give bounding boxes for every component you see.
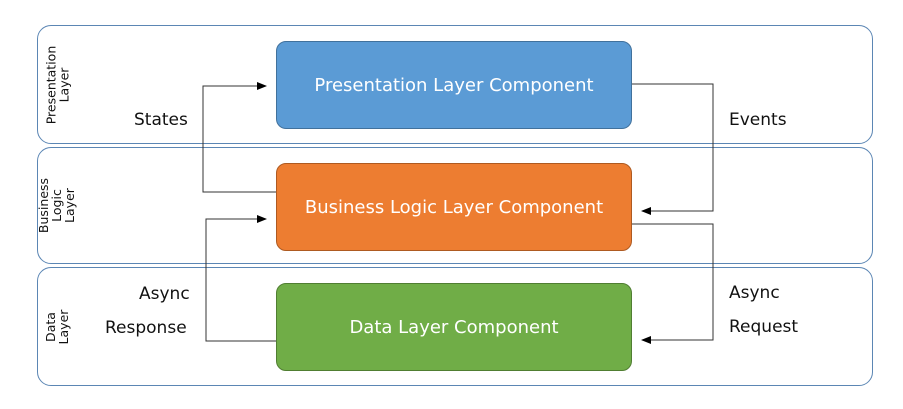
events-arrow: [632, 83, 714, 215]
business-component-label: Business Logic Layer Component: [304, 196, 604, 218]
async-response-arrow: [205, 215, 276, 342]
states-label: States: [134, 110, 188, 130]
business-logic-layer-component: Business Logic Layer Component: [276, 163, 632, 251]
async-response-label-line2: Response: [105, 318, 187, 338]
presentation-component-label: Presentation Layer Component: [314, 74, 594, 96]
async-request-label-line1: Async: [729, 283, 780, 303]
events-label: Events: [729, 110, 787, 130]
data-layer-component: Data Layer Component: [276, 283, 632, 371]
data-component-label: Data Layer Component: [349, 316, 559, 338]
async-request-label-line2: Request: [729, 317, 799, 337]
async-request-arrow: [632, 223, 714, 344]
async-response-label-line1: Async: [139, 284, 190, 304]
presentation-layer-component: Presentation Layer Component: [276, 41, 632, 129]
states-arrow: [202, 82, 276, 193]
